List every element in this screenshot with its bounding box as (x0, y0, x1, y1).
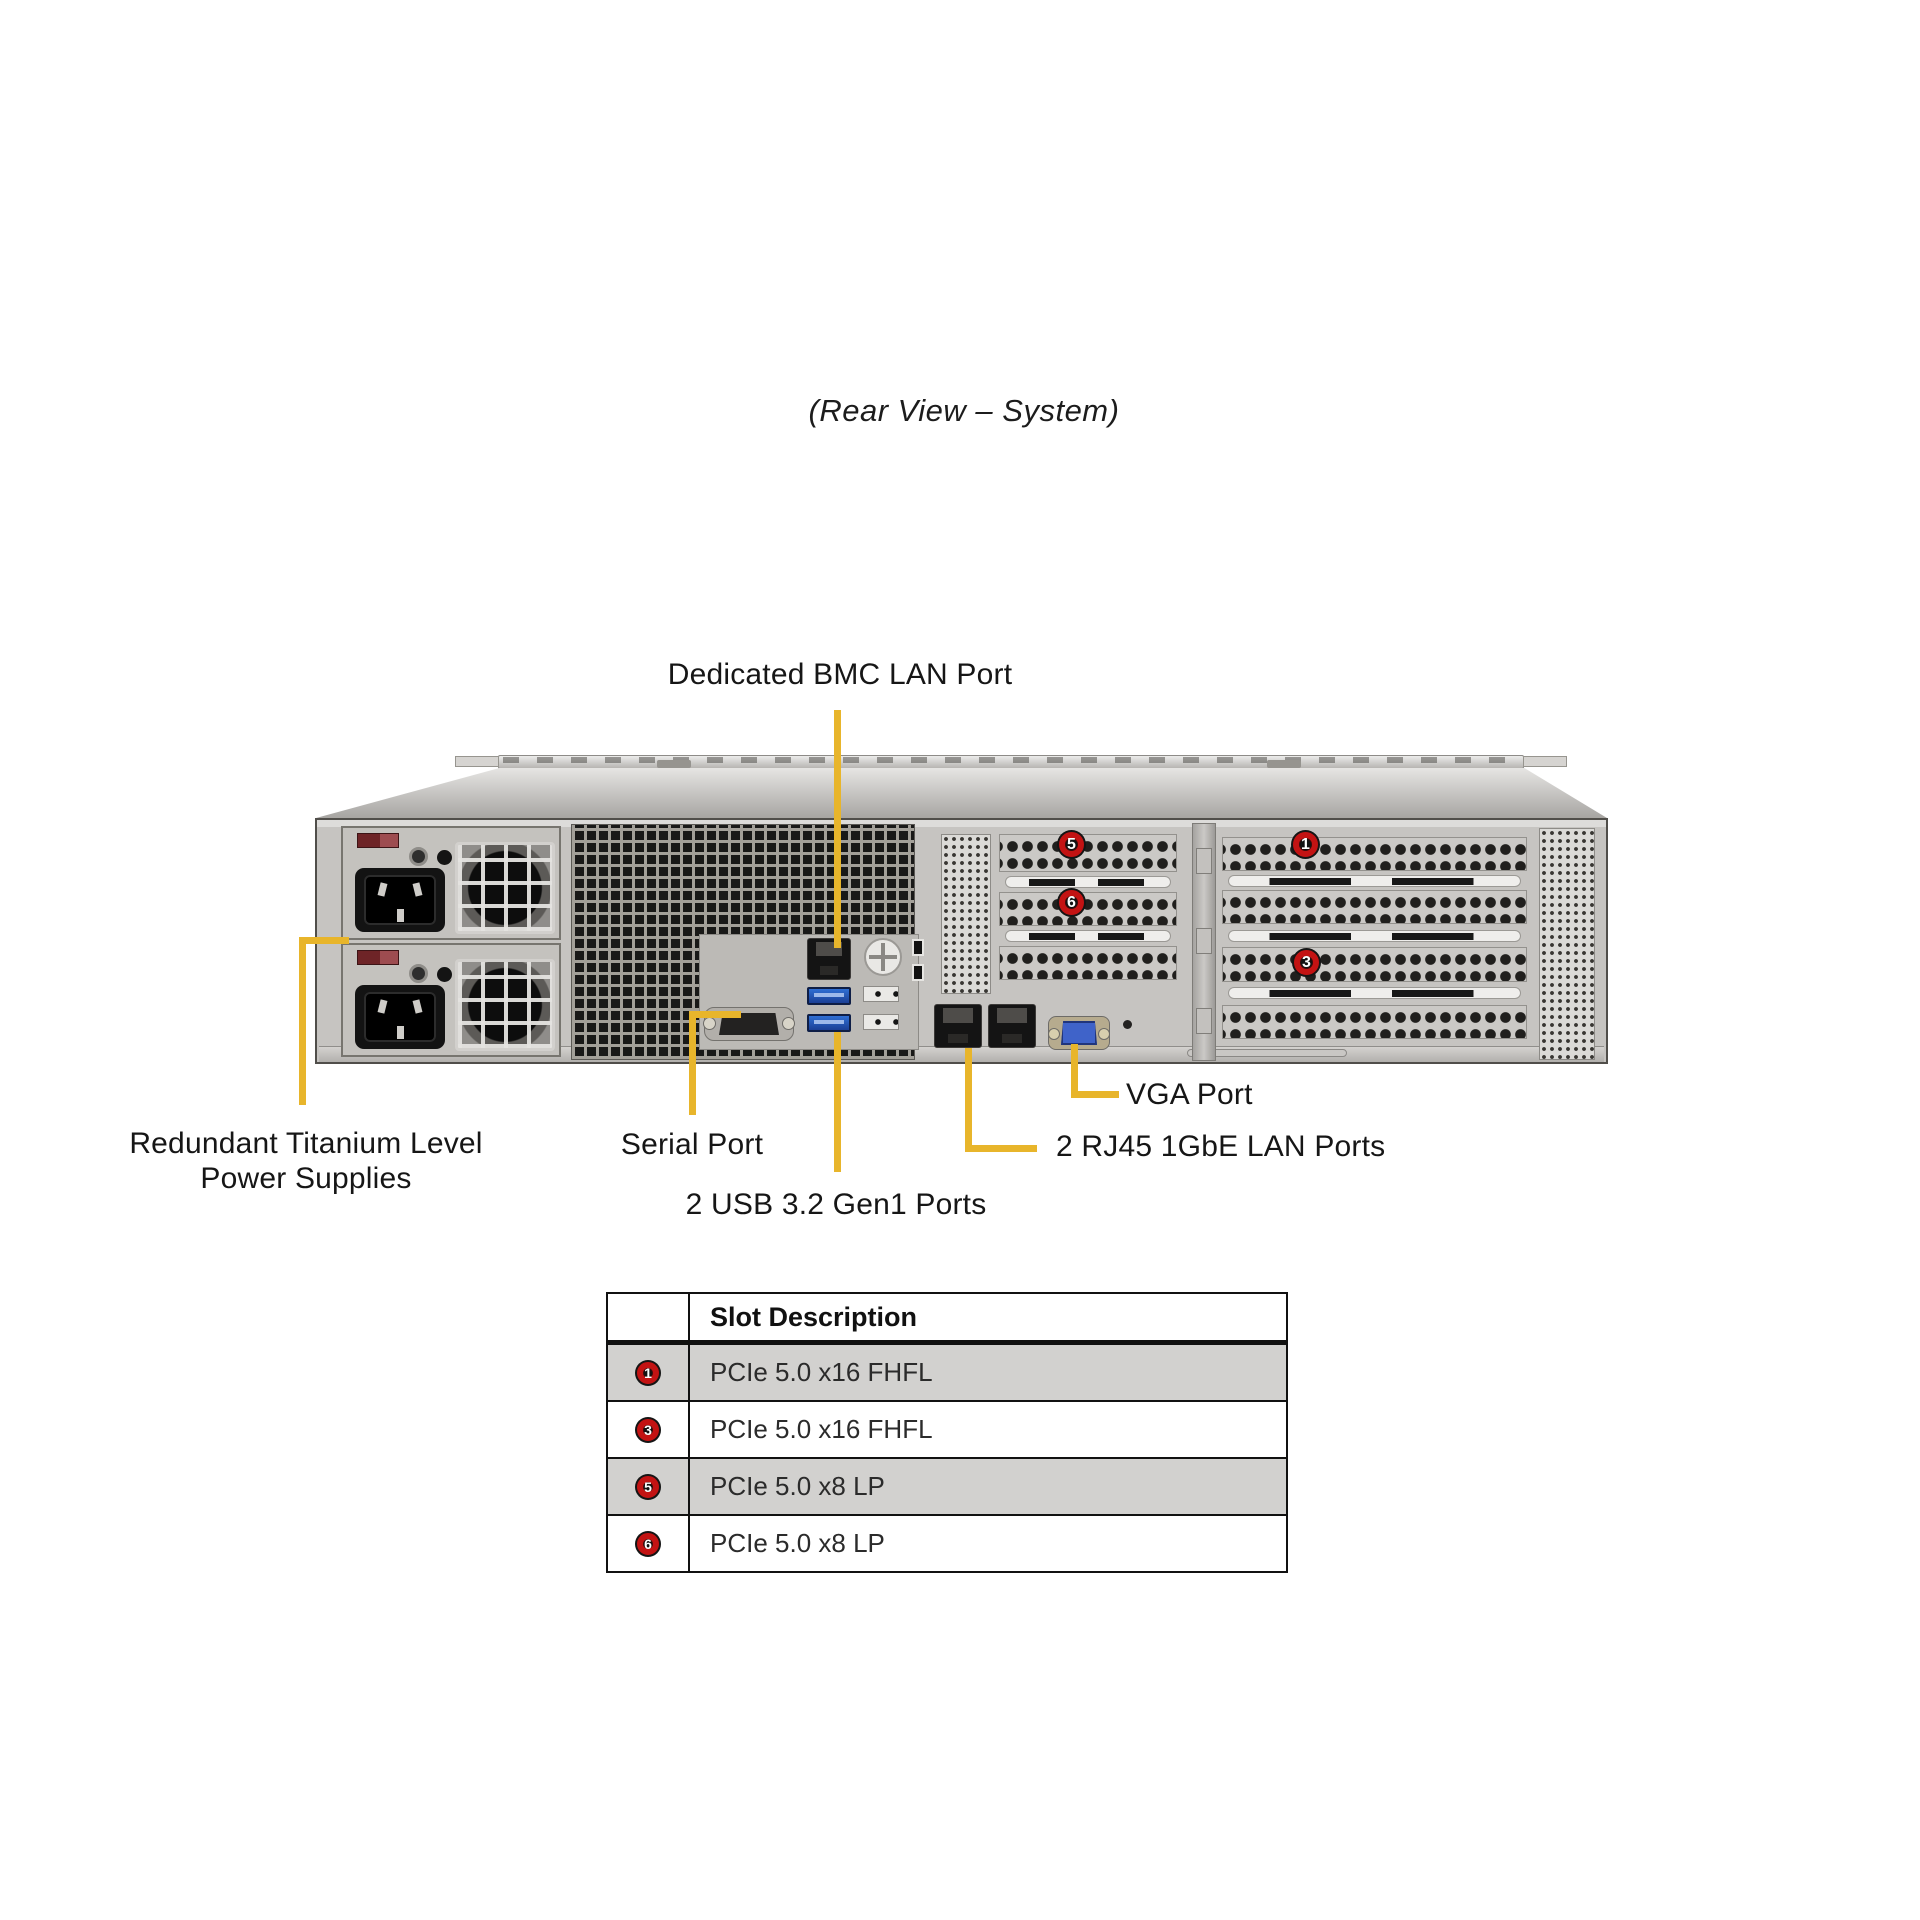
fh-slot-opening (1228, 930, 1521, 942)
table-header-label: Slot Description (710, 1301, 918, 1332)
table-badge-5: 5 (637, 1475, 659, 1498)
chassis-badge-slot-5: 5 (1059, 832, 1084, 857)
round-knockout (864, 938, 902, 976)
label-vga-port: VGA Port (1126, 1078, 1253, 1111)
callout-line-usb (834, 1032, 841, 1172)
table-row: 6 PCIe 5.0 x8 LP (608, 1514, 1286, 1571)
psu-led (437, 850, 452, 865)
slot-description-table: Slot Description 1 PCIe 5.0 x16 FHFL 3 P… (606, 1292, 1288, 1573)
lp-slot-opening (1005, 930, 1171, 942)
callout-line-psu-h (299, 937, 349, 944)
label-serial-port: Serial Port (620, 1128, 764, 1161)
knockout-port (912, 939, 924, 956)
table-badge-1: 1 (637, 1361, 659, 1384)
knockout-plate (863, 1014, 899, 1030)
table-slot-description: PCIe 5.0 x8 LP (710, 1528, 885, 1558)
right-vent-panel (1539, 828, 1595, 1060)
table-badge-3: 3 (637, 1418, 659, 1441)
fh-slot-opening (1228, 987, 1521, 999)
chassis-top-cover (316, 768, 1607, 818)
chassis-badge-slot-6: 6 (1059, 890, 1084, 915)
chassis-badge-slot-1: 1 (1293, 832, 1318, 857)
table-badge-cell: 1 (608, 1345, 690, 1400)
psu-led (409, 847, 428, 866)
riser-hinge (1192, 823, 1216, 1061)
table-slot-description: PCIe 5.0 x8 LP (710, 1471, 885, 1501)
psu-fan-grille (455, 959, 555, 1051)
chassis-left-ear (455, 756, 499, 767)
lp-slot-5-vent (999, 834, 1177, 872)
lid-indent (1267, 760, 1301, 768)
cable-management-arm (1187, 1049, 1347, 1057)
psu-led (437, 967, 452, 982)
psu-latch (357, 833, 399, 848)
table-slot-description: PCIe 5.0 x16 FHFL (710, 1414, 933, 1444)
usb-port-1 (807, 987, 851, 1005)
screw-hole (1123, 1020, 1132, 1029)
table-badge-cell: 5 (608, 1459, 690, 1514)
lan-port-1 (934, 1004, 982, 1048)
callout-line-serial-v (689, 1011, 696, 1115)
callout-line-psu-v (299, 937, 306, 1105)
knockout-port (912, 964, 924, 981)
usb-port-2 (807, 1014, 851, 1032)
callout-line-serial-h (689, 1011, 741, 1018)
power-supply-2 (341, 943, 561, 1057)
label-usb-ports: 2 USB 3.2 Gen1 Ports (685, 1188, 987, 1221)
callout-line-lan-v (965, 1048, 972, 1152)
label-power-supplies-line1: Redundant Titanium Level (129, 1127, 483, 1160)
label-lan-ports: 2 RJ45 1GbE LAN Ports (1056, 1130, 1386, 1163)
table-row: 3 PCIe 5.0 x16 FHFL (608, 1400, 1286, 1457)
table-slot-description: PCIe 5.0 x16 FHFL (710, 1357, 933, 1387)
lid-indent (657, 760, 691, 768)
table-badge-6: 6 (637, 1532, 659, 1555)
lp-slot-vent (999, 946, 1177, 980)
fh-slot-1-vent (1222, 837, 1527, 871)
table-header-badge-cell (608, 1294, 690, 1340)
fh-slot-opening (1228, 875, 1521, 887)
table-row: 5 PCIe 5.0 x8 LP (608, 1457, 1286, 1514)
psu-latch (357, 950, 399, 965)
chassis-top-rail (498, 755, 1524, 769)
label-power-supplies-line2: Power Supplies (200, 1162, 412, 1195)
callout-line-vga-v (1071, 1044, 1078, 1098)
lan-port-2 (988, 1004, 1036, 1048)
ac-power-inlet (355, 985, 445, 1049)
knockout-plate (863, 986, 899, 1002)
table-header-row: Slot Description (608, 1294, 1286, 1343)
server-chassis-rear: 5 6 1 3 (315, 750, 1608, 1072)
fh-slot-vent (1222, 1005, 1527, 1039)
table-badge-cell: 6 (608, 1516, 690, 1571)
callout-line-bmc (834, 710, 841, 948)
narrow-vent-strip (941, 834, 991, 994)
bmc-lan-port (807, 938, 851, 980)
lp-slot-opening (1005, 876, 1171, 888)
chassis-rear-face: 5 6 1 3 (315, 818, 1608, 1064)
table-badge-cell: 3 (608, 1402, 690, 1457)
ac-power-inlet (355, 868, 445, 932)
psu-led (409, 964, 428, 983)
figure-title: (Rear View – System) (808, 393, 1120, 428)
label-power-supplies: Redundant Titanium Level Power Supplies (96, 1126, 516, 1196)
label-bmc-lan-port: Dedicated BMC LAN Port (667, 658, 1013, 691)
lp-slot-6-vent (999, 892, 1177, 926)
chassis-badge-slot-3: 3 (1294, 950, 1319, 975)
callout-line-lan-h (965, 1145, 1037, 1152)
table-row: 1 PCIe 5.0 x16 FHFL (608, 1343, 1286, 1400)
fh-slot-vent (1222, 890, 1527, 924)
power-supply-1 (341, 826, 561, 940)
callout-line-vga-h (1071, 1091, 1119, 1098)
psu-fan-grille (455, 842, 555, 934)
fh-slot-3-vent (1222, 947, 1527, 982)
vga-port (1048, 1016, 1110, 1050)
chassis-right-ear (1523, 756, 1567, 767)
